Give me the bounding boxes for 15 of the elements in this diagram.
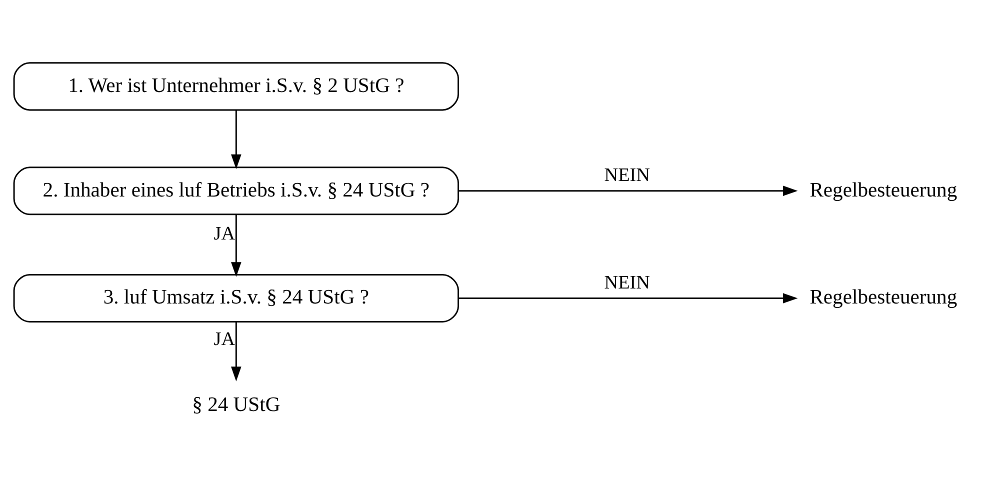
node-text: § 24 UStG	[192, 394, 280, 416]
arrow	[231, 322, 242, 382]
edge-label: NEIN	[604, 165, 650, 186]
node-box: 3. luf Umsatz i.S.v. § 24 UStG ?	[13, 274, 460, 323]
edge-label: JA	[214, 224, 236, 245]
node-text: Regelbesteuerung	[810, 286, 958, 309]
node-box: 1. Wer ist Unternehmer i.S.v. § 2 UStG ?	[13, 62, 460, 111]
arrow	[458, 186, 798, 196]
node-box: 2. Inhaber eines luf Betriebs i.S.v. § 24 UStG ?	[13, 166, 460, 216]
arrow	[458, 293, 798, 304]
arrow	[231, 214, 242, 277]
node-text: Regelbesteuerung	[810, 179, 958, 202]
arrow	[231, 110, 242, 170]
edge-label: JA	[214, 328, 236, 350]
edge-label: NEIN	[604, 272, 650, 294]
